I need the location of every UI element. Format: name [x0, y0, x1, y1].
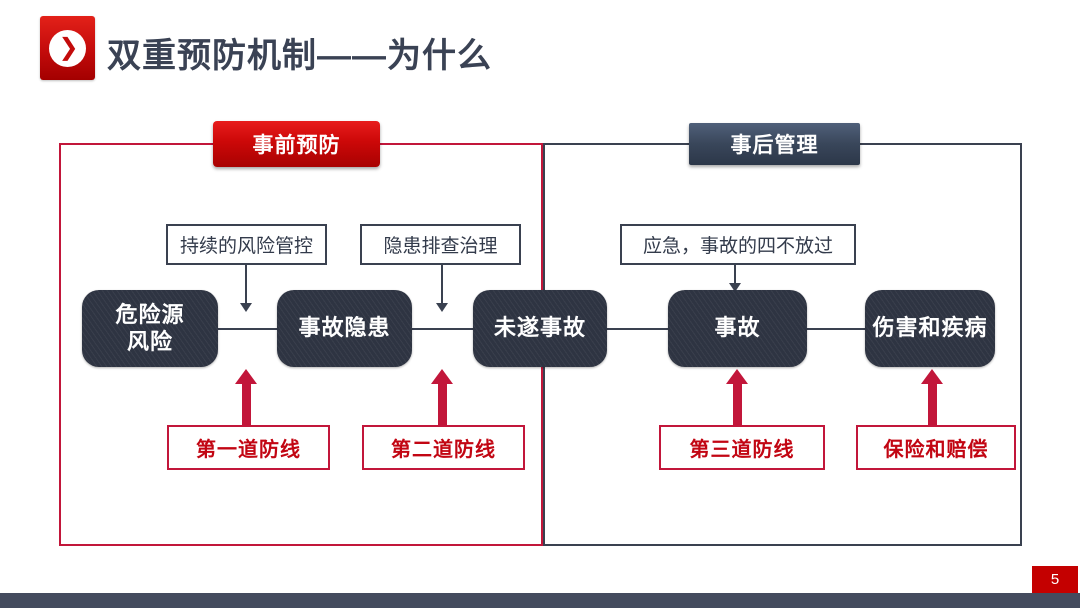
chevron-circle-icon: ❯	[49, 29, 86, 67]
up-arrow-icon	[921, 369, 943, 426]
chevron-right-icon: ❯	[58, 34, 79, 61]
flow-node-near-miss: 未遂事故	[473, 290, 607, 367]
insurance-compensation-box: 保险和赔偿	[856, 425, 1016, 470]
section-header-pre-event: 事前预防	[213, 121, 380, 167]
page-number-badge: 5	[1032, 566, 1078, 593]
down-arrow-icon	[436, 265, 448, 312]
section-header-post-event: 事后管理	[689, 123, 860, 165]
page-title: 双重预防机制——为什么	[107, 37, 492, 75]
flow-node-injury-disease: 伤害和疾病	[865, 290, 995, 367]
up-arrow-icon	[726, 369, 748, 426]
flow-node-hazard-risk: 危险源 风险	[82, 290, 218, 367]
flow-connector-line	[807, 328, 865, 330]
label-risk-control: 持续的风险管控	[166, 224, 327, 265]
flow-node-label: 危险源	[115, 302, 185, 328]
up-arrow-icon	[235, 369, 257, 426]
footer-bar	[0, 593, 1080, 608]
label-emergency-four-nots: 应急，事故的四不放过	[620, 224, 856, 265]
down-arrow-icon	[729, 265, 741, 292]
flow-connector-line	[607, 328, 668, 330]
title-chevron-badge-icon: ❯	[40, 16, 95, 80]
flow-node-label: 未遂事故	[493, 315, 586, 341]
flow-connector-line	[412, 328, 473, 330]
defense-line-3-box: 第三道防线	[659, 425, 825, 470]
flow-node-label: 风险	[126, 328, 173, 354]
up-arrow-icon	[431, 369, 453, 426]
down-arrow-icon	[240, 265, 252, 312]
flow-node-accident-hazard: 事故隐患	[277, 290, 412, 367]
defense-line-1-box: 第一道防线	[167, 425, 330, 470]
flow-node-label: 事故	[714, 315, 761, 341]
flow-node-label: 事故隐患	[298, 315, 391, 341]
flow-connector-line	[218, 328, 277, 330]
flow-node-label: 伤害和疾病	[872, 315, 988, 341]
label-hazard-investigation: 隐患排查治理	[360, 224, 521, 265]
defense-line-2-box: 第二道防线	[362, 425, 525, 470]
flow-node-accident: 事故	[668, 290, 807, 367]
